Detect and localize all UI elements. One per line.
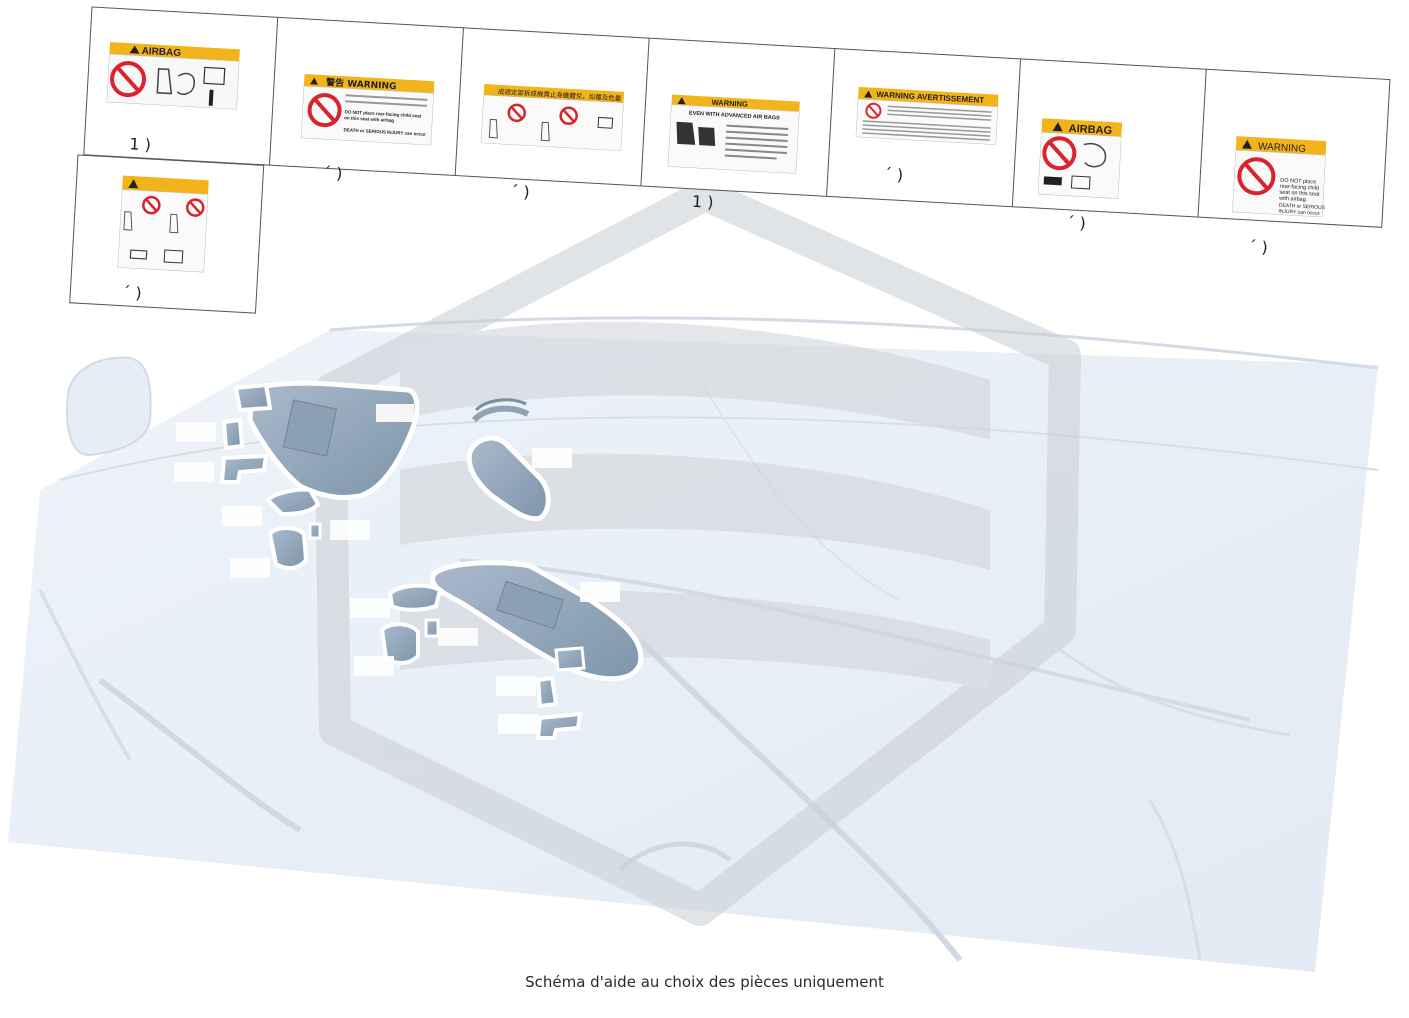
- label-text-2: on this seat with airbag: [344, 115, 394, 123]
- sun-visor-right[interactable]: [430, 560, 644, 682]
- callout-box: [496, 676, 536, 696]
- label-cell-7[interactable]: WARNING DO NOT place rear-facing child s…: [1230, 136, 1329, 260]
- watermark-logo: [314, 179, 1081, 926]
- vanity-mirror: [496, 580, 564, 630]
- sun-visor-clip-left[interactable]: [233, 382, 273, 413]
- label-title: WARNING: [711, 98, 748, 109]
- label-text-6: INJURY can occur.: [1278, 209, 1320, 217]
- airbag-icon: [176, 72, 195, 95]
- label-text-3: seat on this seat: [1279, 190, 1320, 198]
- label-title: AIRBAG: [1068, 123, 1112, 137]
- occupant-icon: [698, 127, 716, 147]
- label-ref: 1 ): [129, 134, 152, 154]
- warning-icon: [677, 97, 686, 105]
- prohibited-child-seat-icon: [110, 61, 147, 98]
- label-title: WARNING: [1258, 141, 1307, 155]
- visor-hinge-left[interactable]: [219, 417, 269, 484]
- seat-icon: [488, 118, 498, 139]
- seat-icon: [123, 211, 133, 231]
- prohibited-icon: [559, 106, 578, 126]
- visor-mount-right[interactable]: [379, 583, 586, 672]
- callout-box: [174, 462, 214, 482]
- callout-box: [330, 520, 370, 540]
- manual-icon: [597, 116, 614, 129]
- callout-box: [176, 422, 216, 442]
- prohibited-icon: [865, 102, 882, 119]
- callout-box: [350, 598, 390, 618]
- label-ref: ´ ): [883, 164, 903, 184]
- label-cell-6[interactable]: AIRBAG ´ ): [1036, 118, 1123, 234]
- visor-mount-left[interactable]: [265, 487, 322, 571]
- callout-box: [354, 656, 394, 676]
- warning-icon: [128, 179, 139, 189]
- prohibited-icon: [185, 198, 205, 217]
- prohibited-child-seat-icon: [1237, 157, 1276, 196]
- label-cell-5[interactable]: WARNING AVERTISSEMENT ´ ): [853, 86, 999, 190]
- warning-icon: [1241, 139, 1252, 149]
- warning-icon: [864, 90, 873, 98]
- warning-icon: [129, 45, 140, 54]
- callout-box: [532, 448, 572, 468]
- label-ref: ´ ): [323, 163, 343, 183]
- diagram-caption: Schéma d'aide au choix des pièces unique…: [525, 973, 884, 991]
- manual-icon: [203, 66, 226, 86]
- label-text-3: DEATH or SERIOUS INJURY can occur: [343, 127, 426, 137]
- label-text-2: rear-facing child: [1280, 184, 1319, 192]
- callout-box: [230, 558, 270, 578]
- seat-icon: [169, 213, 179, 234]
- label-text-1: DO NOT place: [1280, 178, 1316, 186]
- label-text-4: with airbag.: [1278, 196, 1308, 204]
- label-text-1: DO NOT place rear-facing child seat: [344, 109, 421, 118]
- manual-icon: [1070, 175, 1091, 190]
- visor-hinge-right[interactable]: [535, 675, 583, 740]
- warning-label-grid: AIRBAG 1 ) 警告 WARNING DO NOT place rear-…: [83, 6, 1391, 260]
- label-cell-4[interactable]: WARNING EVEN WITH ADVANCED AIR BAGS 1 ): [666, 94, 800, 217]
- callout-box: [222, 506, 262, 526]
- prohibited-icon: [142, 195, 161, 215]
- callout-box: [580, 582, 620, 602]
- label-cell-1[interactable]: AIRBAG 1 ): [104, 42, 240, 159]
- airbag-icon: [1083, 143, 1107, 168]
- label-ref: ´ ): [510, 182, 530, 202]
- label-text-1: EVEN WITH ADVANCED AIR BAGS: [689, 110, 780, 121]
- manual-icon: [163, 249, 184, 264]
- warning-icon: [310, 77, 319, 85]
- vanity-mirror: [282, 399, 338, 457]
- callout-boxes: [174, 404, 620, 734]
- warning-icon: [1052, 122, 1063, 132]
- label-ref: ´ ): [1248, 237, 1268, 257]
- label-ref: ´ ): [1066, 213, 1086, 233]
- callout-box: [438, 628, 478, 646]
- hand-icon: [208, 89, 214, 106]
- label-ref: 1 ): [692, 192, 715, 212]
- prohibited-child-seat-icon: [307, 93, 342, 128]
- label-cell-8[interactable]: ´ ): [69, 154, 265, 314]
- hand-pointer-icon: [1043, 176, 1062, 186]
- label-ref: ´ ): [122, 283, 142, 303]
- label-title: AIRBAG: [141, 46, 181, 59]
- label-cell-2[interactable]: 警告 WARNING DO NOT place rear-facing chil…: [299, 73, 435, 188]
- seat-icon: [540, 121, 550, 142]
- label-cell-3[interactable]: 成適定部拆成機貫止身纖體兒，如覆及危量 ´ ): [478, 84, 625, 207]
- callout-box: [376, 404, 414, 422]
- child-seat-icon: [676, 121, 696, 145]
- prohibited-icon: [507, 103, 527, 123]
- callout-box: [498, 714, 538, 734]
- label-text-5: DEATH or SERIOUS: [1279, 203, 1326, 212]
- prohibited-child-seat-icon: [1042, 136, 1077, 171]
- seat-icon: [156, 68, 173, 95]
- rearview-mirror[interactable]: [466, 398, 551, 522]
- sun-visor-left[interactable]: [247, 380, 420, 501]
- hand-pointer-icon: [129, 249, 148, 260]
